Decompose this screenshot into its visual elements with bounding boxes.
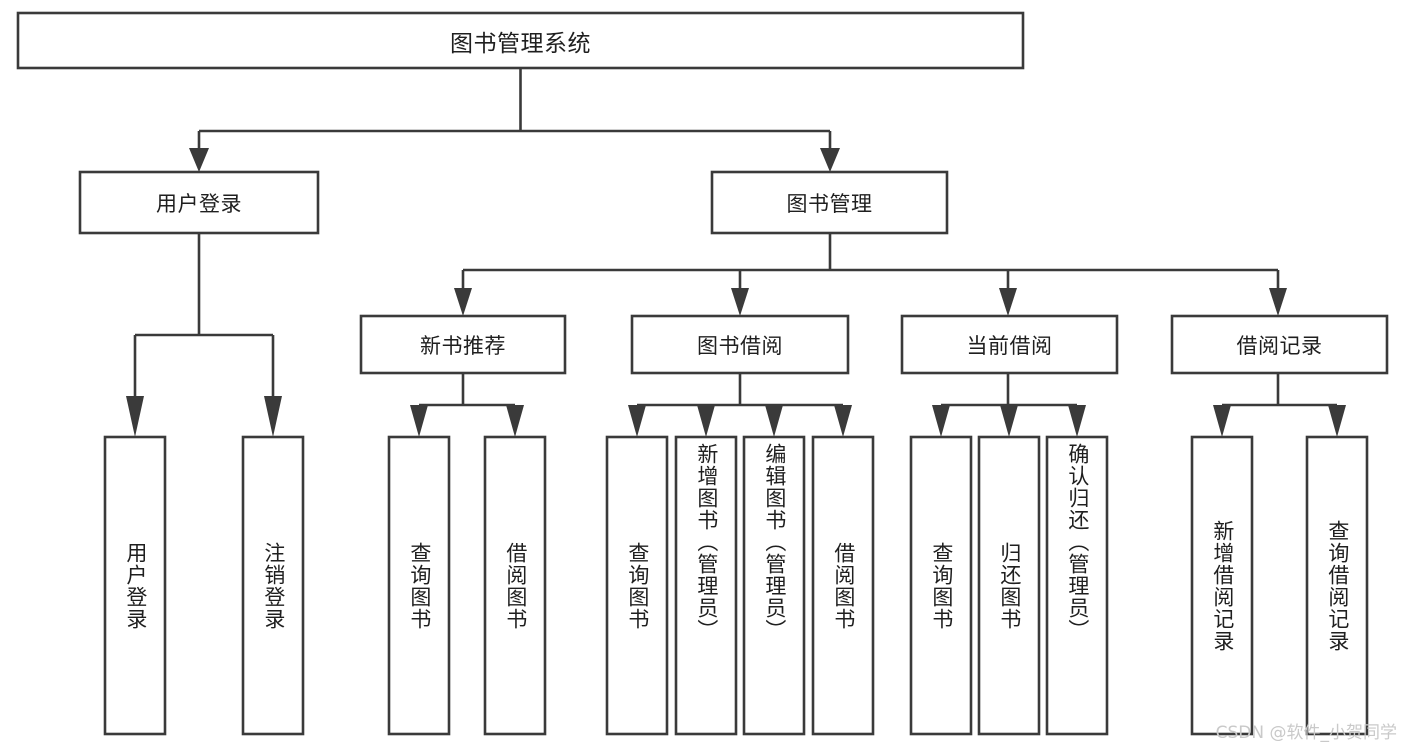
arrowhead-book-borrow: [731, 288, 749, 316]
arrowhead-new-book-recommend: [454, 288, 472, 316]
node-book-management[interactable]: [710, 170, 949, 235]
arrowhead-current-borrow: [999, 288, 1017, 316]
arrowhead-leaf-user-login: [126, 396, 144, 437]
arrowhead-leaf-query-book-3: [932, 405, 950, 437]
node-leaf-confirm-return[interactable]: [1045, 435, 1109, 736]
arrowhead-leaf-query-record: [1328, 405, 1346, 437]
node-leaf-query-book-1[interactable]: [387, 435, 451, 736]
arrowhead-leaf-borrow-book-1: [506, 405, 524, 437]
arrowhead-leaf-add-record: [1213, 405, 1231, 437]
arrowhead-leaf-return-book: [1000, 405, 1018, 437]
node-book-borrow[interactable]: [630, 314, 850, 375]
arrowhead-user-login: [189, 148, 209, 172]
arrowhead-leaf-edit-book: [765, 405, 783, 437]
node-new-book-recommend[interactable]: [359, 314, 567, 375]
node-leaf-add-book[interactable]: [674, 435, 738, 736]
node-root-system[interactable]: [16, 11, 1025, 70]
node-leaf-borrow-book-1[interactable]: [483, 435, 547, 736]
node-leaf-query-book-3[interactable]: [909, 435, 973, 736]
arrowhead-leaf-query-book-2: [628, 405, 646, 437]
node-user-login[interactable]: [78, 170, 320, 235]
node-leaf-edit-book[interactable]: [742, 435, 806, 736]
node-leaf-add-record[interactable]: [1190, 435, 1254, 736]
arrowhead-leaf-query-book-1: [410, 405, 428, 437]
node-leaf-query-book-2[interactable]: [605, 435, 669, 736]
arrowhead-book-management: [820, 148, 840, 172]
arrowhead-leaf-add-book: [697, 405, 715, 437]
node-leaf-borrow-book-2[interactable]: [811, 435, 875, 736]
node-leaf-return-book[interactable]: [977, 435, 1041, 736]
arrowhead-borrow-record: [1269, 288, 1287, 316]
arrowhead-leaf-confirm-return: [1068, 405, 1086, 437]
node-current-borrow[interactable]: [900, 314, 1119, 375]
arrowhead-leaf-borrow-book-2: [834, 405, 852, 437]
node-leaf-query-record[interactable]: [1305, 435, 1369, 736]
arrowhead-leaf-logout-login: [264, 396, 282, 437]
node-leaf-user-login[interactable]: [103, 435, 167, 736]
node-leaf-logout-login[interactable]: [241, 435, 305, 736]
node-borrow-record[interactable]: [1170, 314, 1389, 375]
